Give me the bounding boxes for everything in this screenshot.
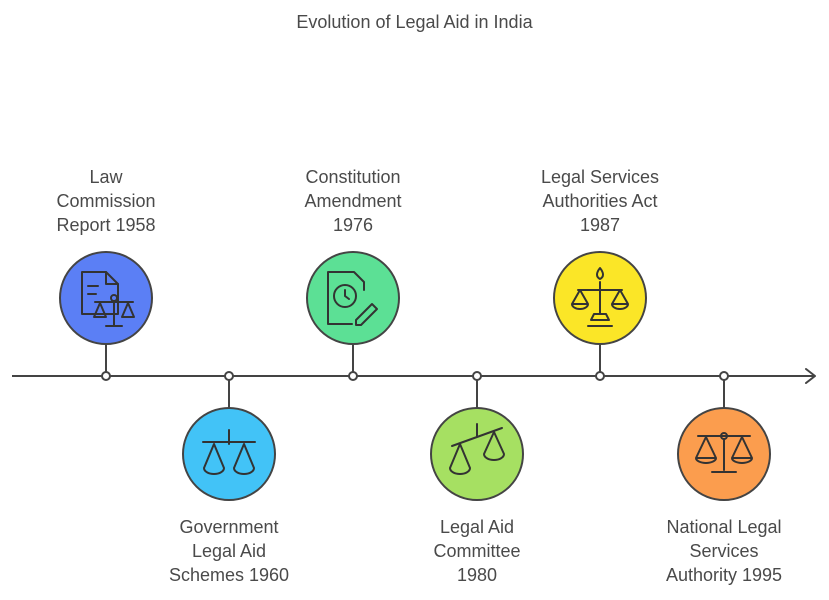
event-label-line: Legal Aid: [191, 541, 267, 561]
timeline-node: [101, 371, 111, 381]
balance-scales-icon: [695, 432, 753, 473]
event-label-1: Law Commission Report 1958: [31, 165, 181, 237]
event-label-line: Report 1958: [56, 215, 156, 235]
event-label-line: Legal Aid: [439, 517, 515, 537]
event-label-line: 1976: [332, 215, 374, 235]
event-label-4: Legal Aid Committee 1980: [402, 515, 552, 587]
event-label-line: Authorities Act: [542, 191, 658, 211]
event-label-line: Law: [89, 167, 123, 187]
timeline-event-1: [59, 251, 153, 381]
event-label-line: Amendment: [304, 191, 402, 211]
timeline-event-5: [553, 251, 647, 381]
timeline-node: [224, 371, 234, 381]
event-label-line: Authority 1995: [665, 565, 783, 585]
event-label-line: Committee: [433, 541, 521, 561]
tilted-scales-icon: [449, 423, 505, 475]
event-label-2: Government Legal Aid Schemes 1960: [154, 515, 304, 587]
event-circle: [182, 407, 276, 501]
timeline-node: [348, 371, 358, 381]
event-circle: [430, 407, 524, 501]
diagram-title: Evolution of Legal Aid in India: [296, 12, 533, 32]
document-scales-icon: [81, 271, 135, 327]
timeline-event-2: [182, 371, 276, 501]
event-label-line: Services: [689, 541, 759, 561]
timeline-event-4: [430, 371, 524, 501]
timeline-node: [595, 371, 605, 381]
timeline-node: [719, 371, 729, 381]
event-label-line: 1987: [579, 215, 621, 235]
timeline-event-6: [677, 371, 771, 501]
event-label-line: Commission: [56, 191, 156, 211]
event-label-line: Legal Services: [540, 167, 660, 187]
timeline-node: [472, 371, 482, 381]
scales-icon: [202, 429, 256, 475]
timeline-event-3: [306, 251, 400, 381]
event-circle: [306, 251, 400, 345]
flame-scales-icon: [571, 267, 629, 327]
event-label-line: Government: [179, 517, 279, 537]
event-label-line: National Legal: [666, 517, 782, 537]
event-label-line: 1980: [456, 565, 498, 585]
event-label-line: Schemes 1960: [168, 565, 290, 585]
event-label-6: National Legal Services Authority 1995: [649, 515, 799, 587]
event-circle: [59, 251, 153, 345]
event-label-5: Legal Services Authorities Act 1987: [525, 165, 675, 237]
event-label-line: Constitution: [305, 167, 401, 187]
event-label-3: Constitution Amendment 1976: [278, 165, 428, 237]
document-clock-pen-icon: [327, 271, 378, 326]
axis-arrow-icon: [805, 368, 816, 384]
